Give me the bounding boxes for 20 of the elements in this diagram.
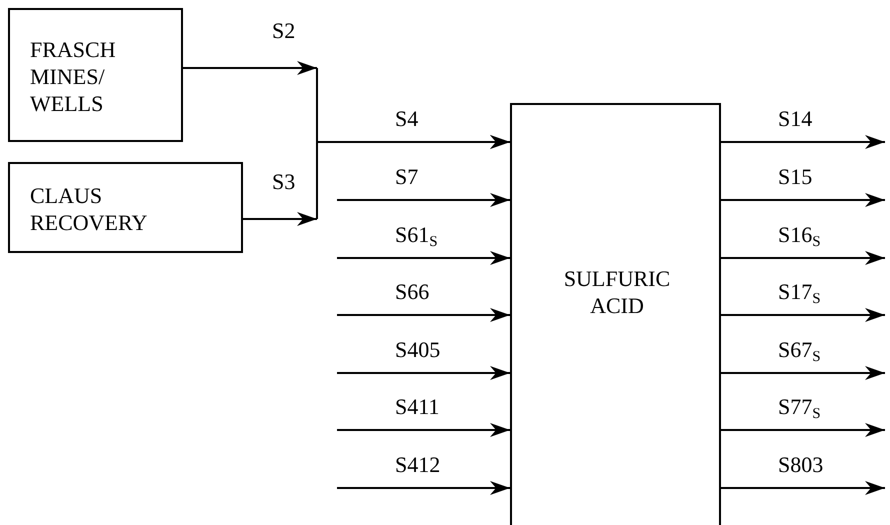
arrow	[721, 251, 885, 265]
process-label: FRASCH MINES/ WELLS	[30, 36, 117, 117]
arrow	[337, 366, 510, 380]
arrow	[337, 481, 510, 495]
arrow	[721, 423, 885, 437]
arrow	[721, 366, 885, 380]
arrow	[721, 193, 885, 207]
arrow	[721, 481, 885, 495]
arrow	[721, 308, 885, 322]
process-block	[510, 103, 721, 525]
process-label: CLAUS RECOVERY	[30, 182, 148, 236]
process-box	[8, 8, 183, 142]
merge-arrow	[243, 135, 510, 226]
arrow	[337, 308, 510, 322]
arrow	[337, 251, 510, 265]
arrow	[337, 423, 510, 437]
arrow	[337, 193, 510, 207]
process-label: SULFURIC ACID	[562, 265, 672, 319]
process-box	[8, 162, 243, 253]
arrow	[721, 135, 885, 149]
